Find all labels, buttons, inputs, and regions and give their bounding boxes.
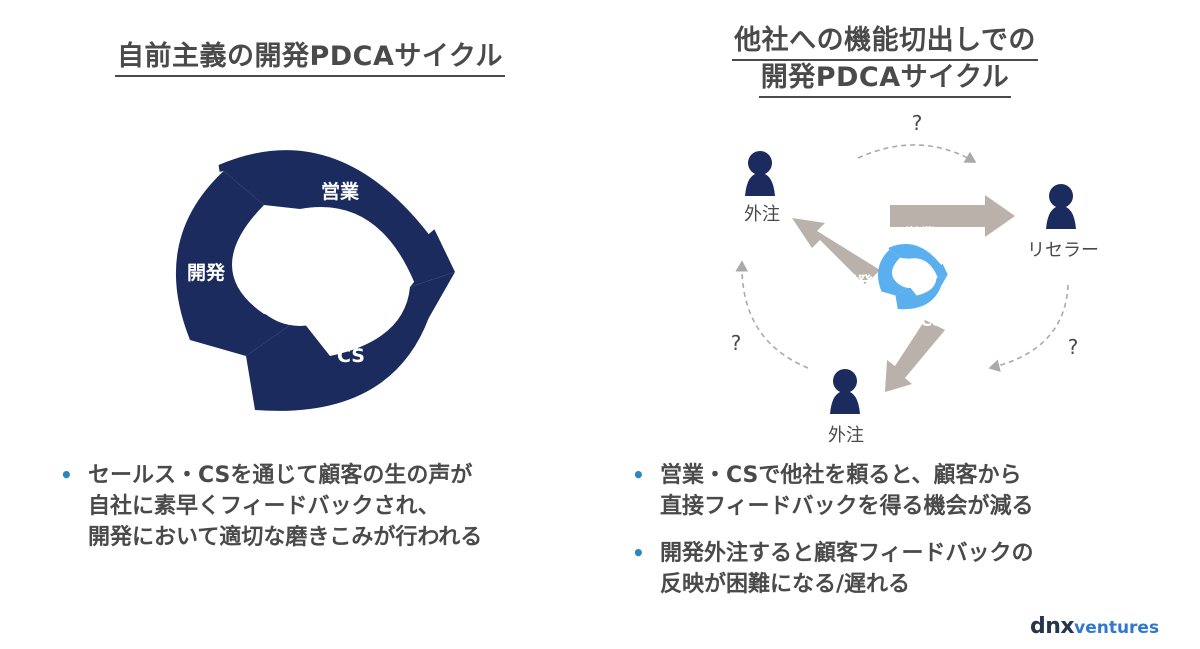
- dashed-arrow-left: [735, 260, 809, 369]
- question-mark-right: ?: [1068, 335, 1079, 359]
- bullet-line: 営業・CSで他社を頼ると、顧客から: [660, 463, 1022, 488]
- bullet-dot: •: [632, 463, 645, 487]
- dashed-arrow-right: [988, 284, 1069, 372]
- person-icon-bottom: [830, 369, 860, 414]
- grey-arrow-down: [885, 320, 945, 392]
- bullet-line: 自社に素早くフィードバックされ、: [88, 494, 440, 519]
- left-cycle-label-left: 開発: [187, 261, 226, 284]
- bullet-dot: •: [60, 463, 73, 487]
- question-mark-top: ?: [912, 111, 923, 135]
- left-cycle-arrow-bottom: [246, 272, 455, 411]
- brand-logo: dnxventures: [1030, 614, 1159, 639]
- left-cycle-ring: 営業 開発 CS: [175, 150, 455, 411]
- bullet-line: 開発外注すると顧客フィードバックの: [660, 541, 1034, 566]
- left-cycle-arrow-top: [218, 150, 455, 287]
- brand-part-1: dnx: [1030, 614, 1075, 639]
- grey-arrow-upleft: [792, 218, 880, 285]
- person-icon-top-left: [745, 151, 775, 196]
- brand-part-2: ventures: [1074, 618, 1160, 638]
- person-icon-right: [1046, 184, 1076, 229]
- left-bullet-list: • セールス・CSを通じて顧客の生の声が 自社に素早くフィードバックされ、 開発…: [60, 460, 483, 553]
- right-bullet-2: • 開発外注すると顧客フィードバックの 反映が困難になる/遅れる: [632, 538, 1034, 600]
- bullet-line: 直接フィードバックを得る機会が減る: [660, 494, 1034, 519]
- bullet-dot: •: [632, 541, 645, 565]
- left-bullet-1: • セールス・CSを通じて顧客の生の声が 自社に素早くフィードバックされ、 開発…: [60, 460, 483, 553]
- grey-outflow-arrows: [792, 195, 1015, 392]
- actor-label-bottom: 外注: [828, 425, 864, 446]
- actor-label-right: リセラー: [1027, 240, 1099, 261]
- left-cycle-label-top: 営業: [321, 180, 360, 203]
- right-cycle-label-bottom: CS: [920, 311, 944, 330]
- right-bullet-1: • 営業・CSで他社を頼ると、顧客から 直接フィードバックを得る機会が減る: [632, 460, 1034, 522]
- grey-arrow-right: [890, 195, 1015, 237]
- left-cycle-arrow-left: [175, 171, 300, 356]
- right-title-line-1: 他社への機能切出しでの: [732, 24, 1038, 61]
- right-cycle-ring: [877, 244, 948, 310]
- question-mark-left: ?: [731, 331, 742, 355]
- left-cycle-label-bottom: CS: [337, 345, 365, 367]
- right-title: 他社への機能切出しでの 開発PDCAサイクル: [655, 24, 1115, 98]
- dashed-arrow-top: [857, 144, 977, 163]
- bullet-line: セールス・CSを通じて顧客の生の声が: [88, 463, 473, 488]
- right-title-line-2: 開発PDCAサイクル: [758, 61, 1012, 98]
- right-bullet-list: • 営業・CSで他社を頼ると、顧客から 直接フィードバックを得る機会が減る • …: [632, 460, 1034, 616]
- right-cycle-label-left: 開発: [841, 273, 874, 292]
- bullet-line: 開発において適切な磨きこみが行われる: [88, 525, 483, 550]
- bullet-line: 反映が困難になる/遅れる: [660, 572, 911, 597]
- actor-label-top-left: 外注: [744, 204, 780, 225]
- right-cycle-label-top: 営業: [904, 225, 937, 244]
- left-title: 自前主義の開発PDCAサイクル: [80, 40, 540, 77]
